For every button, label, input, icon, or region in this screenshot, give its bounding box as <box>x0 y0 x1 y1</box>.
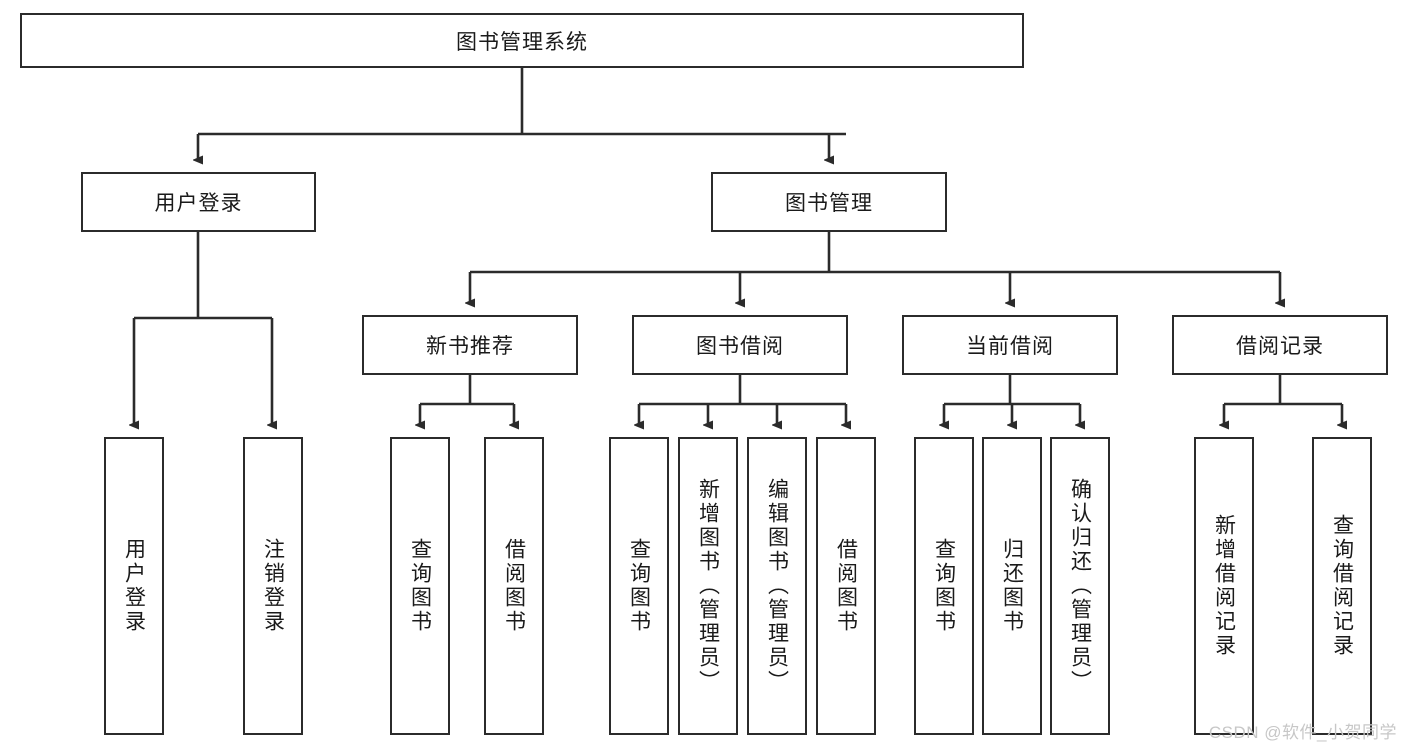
node-leaf-edit-book[interactable]: 编辑图书（管理员） <box>747 437 807 735</box>
node-leaf-add-book-label: 新增图书（管理员） <box>696 478 720 694</box>
node-leaf-query-book-3-label: 查询图书 <box>932 538 956 634</box>
node-leaf-user-logout-label: 注销登录 <box>261 538 285 634</box>
edges-user-login <box>134 232 272 425</box>
node-leaf-confirm-return-label: 确认归还（管理员） <box>1068 478 1092 694</box>
node-user-login[interactable]: 用户登录 <box>81 172 316 232</box>
node-leaf-query-book-3[interactable]: 查询图书 <box>914 437 974 735</box>
node-leaf-add-record[interactable]: 新增借阅记录 <box>1194 437 1254 735</box>
edges-new-book-rec <box>420 375 514 425</box>
node-leaf-query-book-1[interactable]: 查询图书 <box>390 437 450 735</box>
node-leaf-add-book[interactable]: 新增图书（管理员） <box>678 437 738 735</box>
node-current-borrow-label: 当前借阅 <box>966 335 1054 358</box>
node-leaf-user-login-label: 用户登录 <box>122 538 146 634</box>
node-leaf-confirm-return[interactable]: 确认归还（管理员） <box>1050 437 1110 735</box>
node-current-borrow[interactable]: 当前借阅 <box>902 315 1118 375</box>
node-root[interactable]: 图书管理系统 <box>20 13 1024 68</box>
node-book-borrow-label: 图书借阅 <box>696 335 784 358</box>
edges-book-borrow <box>639 375 846 425</box>
node-user-login-label: 用户登录 <box>154 192 243 215</box>
node-leaf-user-logout[interactable]: 注销登录 <box>243 437 303 735</box>
edges-book-manage <box>470 232 1280 303</box>
node-leaf-query-record[interactable]: 查询借阅记录 <box>1312 437 1372 735</box>
node-leaf-query-book-1-label: 查询图书 <box>408 538 432 634</box>
node-root-label: 图书管理系统 <box>456 30 588 54</box>
node-borrow-record[interactable]: 借阅记录 <box>1172 315 1388 375</box>
node-leaf-query-book-2[interactable]: 查询图书 <box>609 437 669 735</box>
node-leaf-edit-book-label: 编辑图书（管理员） <box>765 478 789 694</box>
node-borrow-record-label: 借阅记录 <box>1236 335 1324 358</box>
node-book-manage[interactable]: 图书管理 <box>711 172 947 232</box>
node-leaf-borrow-book-1-label: 借阅图书 <box>502 538 526 634</box>
node-new-book-rec-label: 新书推荐 <box>426 335 514 358</box>
edges-root <box>198 68 846 160</box>
node-leaf-return-book[interactable]: 归还图书 <box>982 437 1042 735</box>
node-leaf-borrow-book-2-label: 借阅图书 <box>834 538 858 634</box>
node-leaf-borrow-book-1[interactable]: 借阅图书 <box>484 437 544 735</box>
node-leaf-borrow-book-2[interactable]: 借阅图书 <box>816 437 876 735</box>
node-book-borrow[interactable]: 图书借阅 <box>632 315 848 375</box>
node-leaf-query-book-2-label: 查询图书 <box>627 538 651 634</box>
edges-borrow-record <box>1224 375 1342 425</box>
node-leaf-query-record-label: 查询借阅记录 <box>1330 514 1354 658</box>
watermark-text: CSDN @软件_小贺同学 <box>1208 723 1397 742</box>
edges-current-borrow <box>944 375 1080 425</box>
node-leaf-add-record-label: 新增借阅记录 <box>1212 514 1236 658</box>
node-new-book-rec[interactable]: 新书推荐 <box>362 315 578 375</box>
node-leaf-return-book-label: 归还图书 <box>1000 538 1024 634</box>
node-book-manage-label: 图书管理 <box>785 192 873 215</box>
node-leaf-user-login[interactable]: 用户登录 <box>104 437 164 735</box>
